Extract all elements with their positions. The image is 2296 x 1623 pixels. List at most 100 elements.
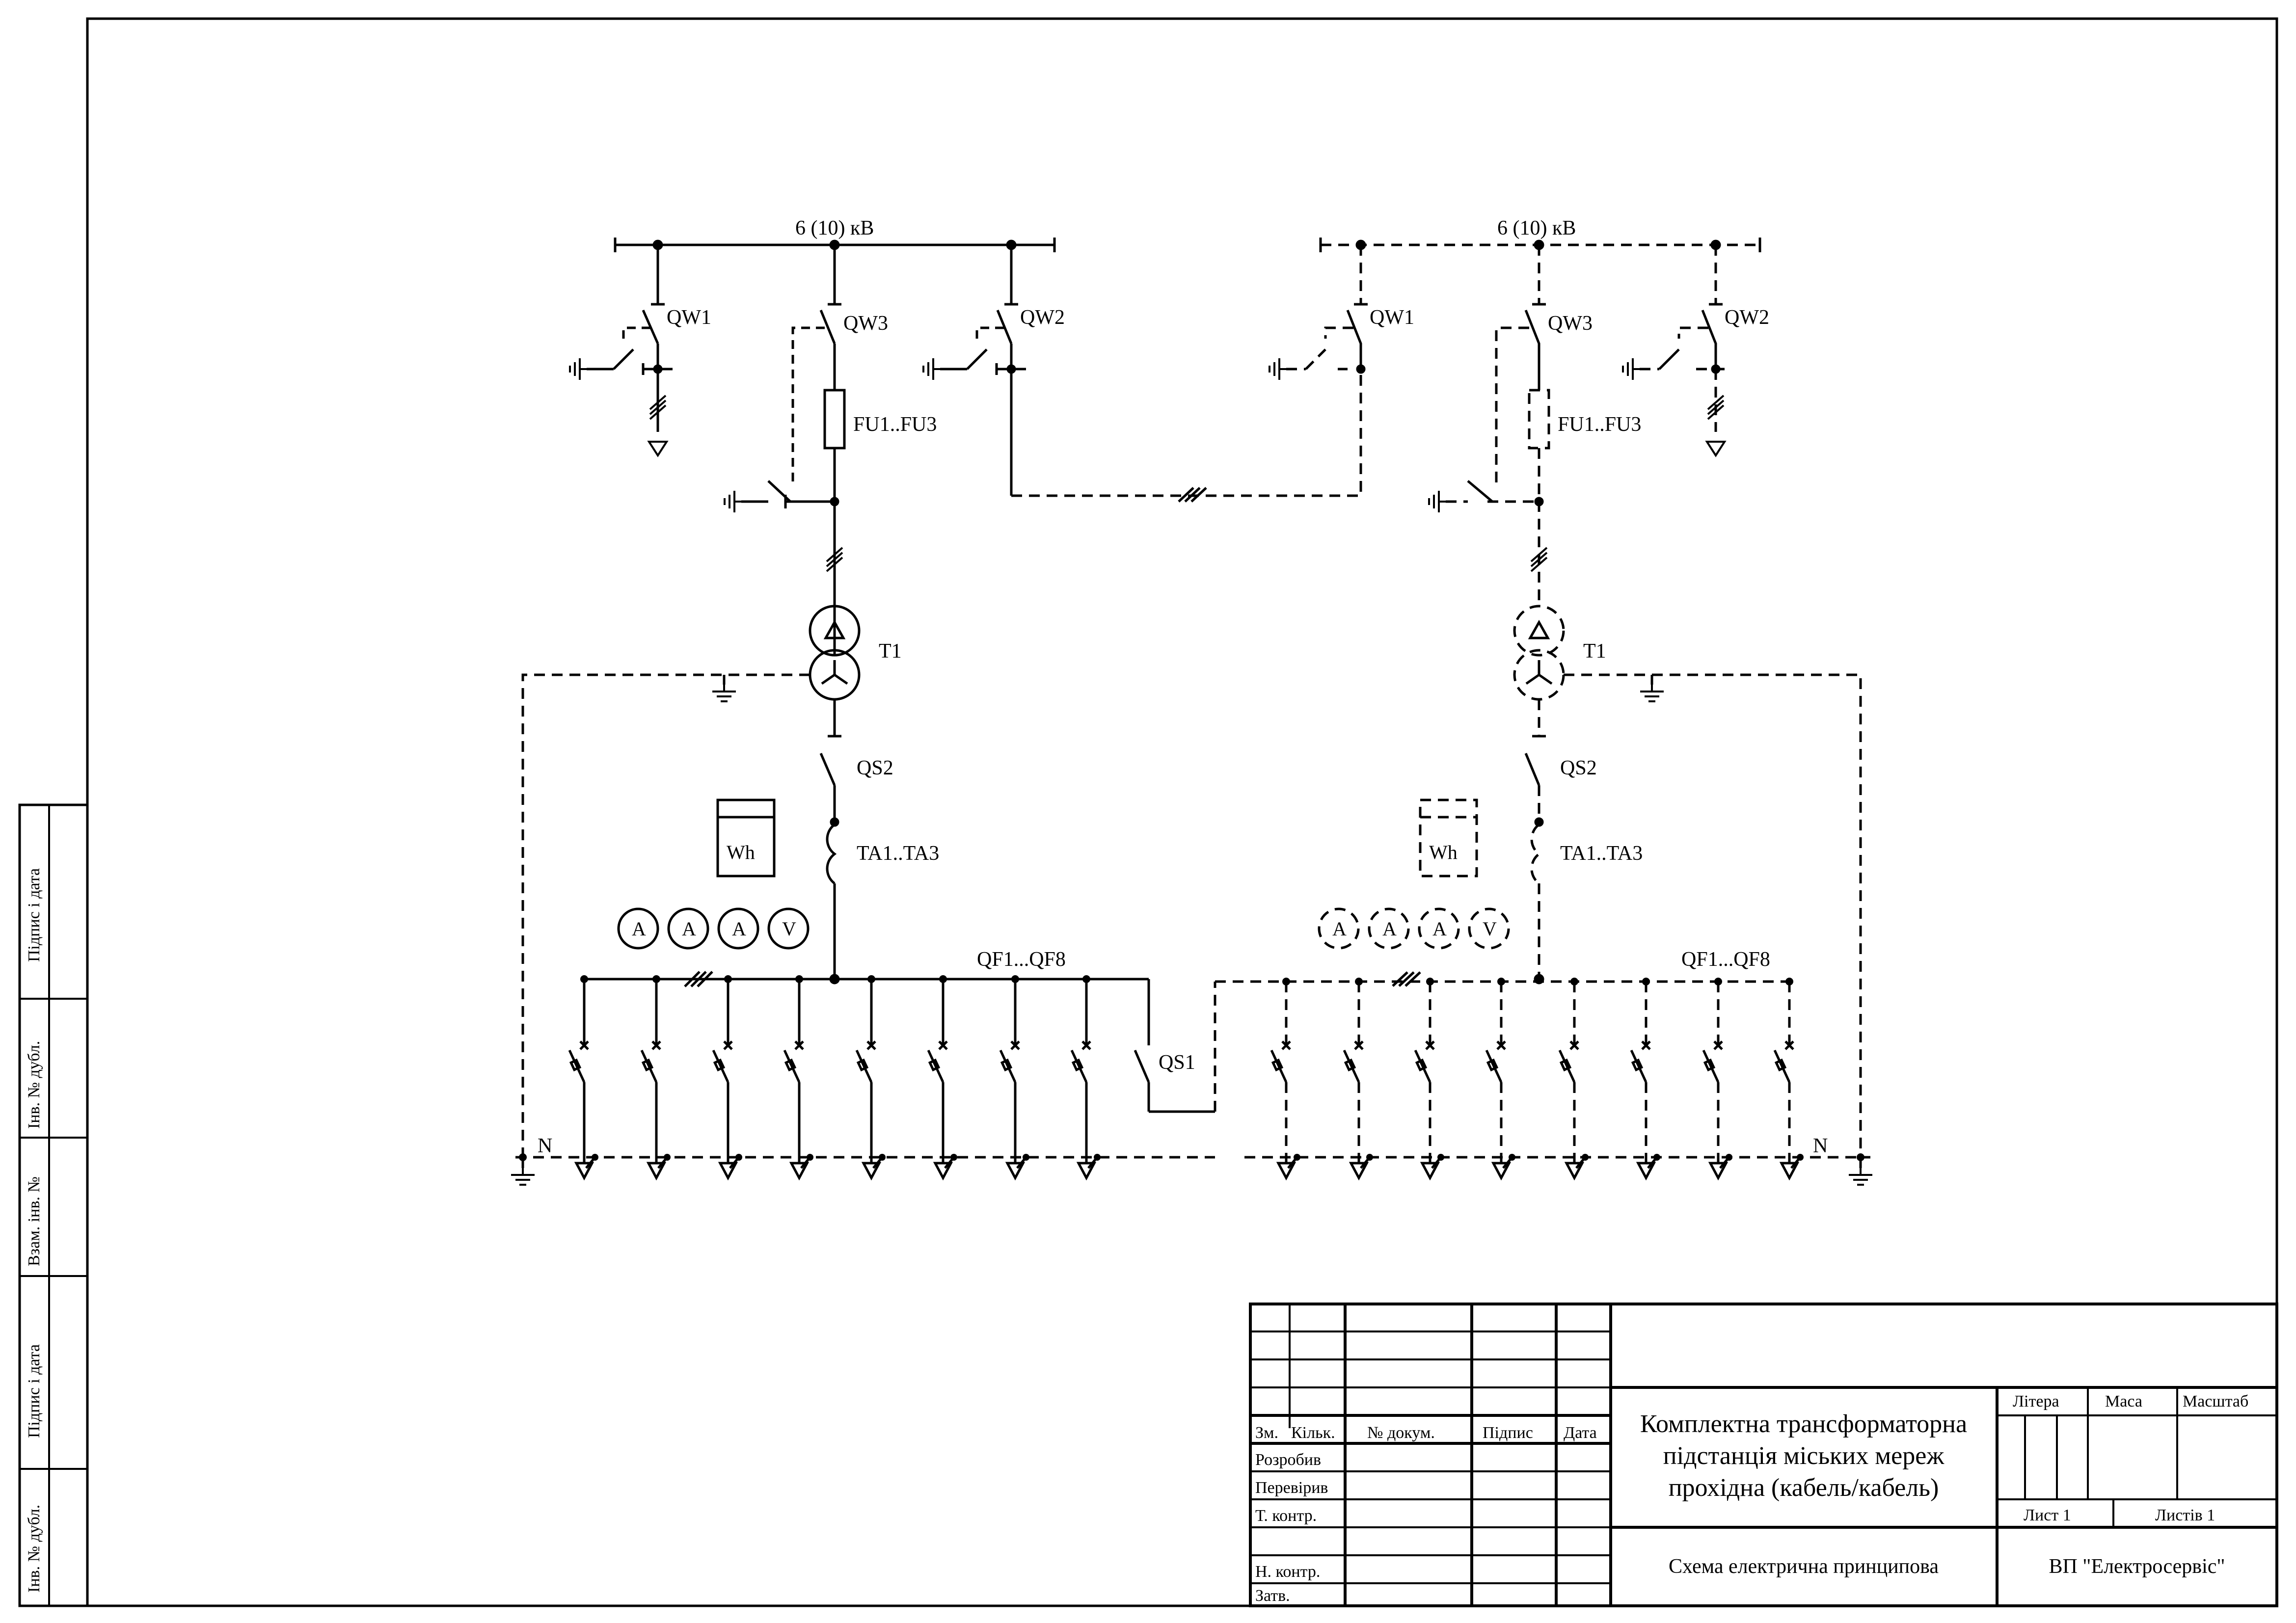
right-unit — [1011, 238, 1862, 1157]
side-stamp-label: Інв. № дубл. — [25, 1505, 43, 1593]
left-unit-labels: 6 (10) кВ QW1 QW3 QW2 FU1..FU3 T1 QS2 TA… — [538, 217, 1195, 1157]
left-meter-box — [716, 798, 776, 878]
qs1-sectionalizer — [1134, 979, 1216, 1113]
feeder-breaker — [640, 975, 671, 1181]
right-qw1-label: QW1 — [1370, 306, 1414, 329]
right-instrument-label: V — [1483, 918, 1497, 940]
left-qw3-label: QW3 — [843, 312, 888, 335]
left-feeders — [515, 975, 1215, 1181]
feeder-breaker — [855, 975, 886, 1181]
tb-header-kilk: Кільк. — [1291, 1424, 1335, 1442]
title-block-text: Зм. Кільк. № докум. Підпис Дата Розробив… — [1255, 1392, 2248, 1605]
left-unit — [511, 238, 1216, 1185]
right-qs2-label: QS2 — [1560, 757, 1597, 779]
left-instrument-label: A — [732, 918, 746, 940]
tb-header-date: Дата — [1564, 1424, 1597, 1442]
left-transformer-t1 — [809, 605, 861, 738]
tb-role: Т. контр. — [1255, 1507, 1317, 1525]
side-stamp-label: Інв. № дубл. — [25, 1041, 43, 1129]
right-instrument-label: A — [1432, 918, 1447, 940]
right-neutral-label: N — [1813, 1135, 1828, 1157]
feeder-breaker — [1070, 975, 1101, 1181]
right-t1-label: T1 — [1583, 640, 1606, 663]
left-qw2-label: QW2 — [1020, 306, 1065, 329]
right-ct-label: TA1..TA3 — [1560, 842, 1643, 865]
left-fuse-label: FU1..FU3 — [853, 413, 937, 436]
left-bus-label: 6 (10) кВ — [795, 217, 874, 239]
feeder-breaker — [1485, 978, 1515, 1181]
left-instrument-label: A — [632, 918, 646, 940]
feeder-breaker — [1702, 978, 1732, 1181]
sheet-frame — [86, 17, 2278, 1607]
qs1-label: QS1 — [1159, 1051, 1195, 1074]
left-t1-label: T1 — [879, 640, 902, 663]
tb-role: Н. контр. — [1255, 1563, 1320, 1581]
left-instrument — [617, 907, 659, 950]
left-qw3-switch — [725, 245, 846, 655]
left-qw2-switch — [923, 245, 1026, 496]
feeder-breaker — [783, 975, 813, 1181]
title-block — [1249, 1303, 2278, 1607]
side-stamp-label: Підпис і дата — [25, 868, 43, 962]
feeder-breaker — [927, 975, 957, 1181]
left-qw1-label: QW1 — [667, 306, 711, 329]
left-ct-label: TA1..TA3 — [857, 842, 939, 865]
feeder-breaker — [999, 975, 1029, 1181]
feeder-breaker — [1414, 978, 1444, 1181]
left-qs2-switch — [819, 753, 839, 827]
right-meter-label: Wh — [1429, 841, 1458, 863]
tb-sheets: Листів 1 — [2155, 1506, 2215, 1524]
right-meter-box — [1419, 798, 1478, 878]
left-qs2-label: QS2 — [857, 757, 893, 779]
left-instrument-label: A — [682, 918, 696, 940]
right-bus-label: 6 (10) кВ — [1497, 217, 1576, 239]
feeder-breaker — [712, 975, 742, 1181]
tb-role: Розробив — [1255, 1451, 1321, 1469]
left-meter-label: Wh — [727, 841, 755, 863]
tb-title-line: Комплектна трансформаторна — [1640, 1410, 1967, 1438]
tb-role: Затв. — [1255, 1587, 1290, 1605]
side-stamp-label: Взам. інв. № — [25, 1176, 43, 1266]
left-ct — [826, 824, 837, 979]
interconnect-cable — [1011, 369, 1362, 497]
tb-role: Перевірив — [1255, 1479, 1328, 1497]
left-neutral-label: N — [538, 1135, 552, 1157]
left-feeders-label: QF1...QF8 — [977, 948, 1066, 971]
right-instrument — [1318, 907, 1360, 950]
tb-doc-type: Схема електрична принципова — [1669, 1555, 1939, 1578]
tb-mass: Маса — [2105, 1392, 2142, 1410]
feeder-breaker — [1270, 978, 1300, 1181]
feeder-breaker — [1630, 978, 1660, 1181]
right-feeders-label: QF1...QF8 — [1681, 948, 1770, 971]
right-instrument — [1368, 907, 1410, 950]
left-instrument — [767, 907, 810, 950]
tb-sheet: Лист 1 — [2024, 1506, 2071, 1524]
right-fuse-label: FU1..FU3 — [1558, 413, 1641, 436]
feeder-breaker — [1343, 978, 1373, 1181]
left-fuse — [823, 389, 846, 450]
left-instrument-label: V — [782, 918, 796, 940]
tb-company: ВП "Електросервіс" — [2049, 1555, 2225, 1578]
tb-header-sign: Підпис — [1483, 1424, 1533, 1442]
tb-litera: Літера — [2013, 1392, 2059, 1410]
neutral-node — [519, 1153, 527, 1161]
side-stamp: Підпис і дата Інв. № дубл. Взам. інв. № … — [18, 803, 89, 1607]
tb-title-line: прохідна (кабель/кабель) — [1669, 1474, 1939, 1502]
left-instrument — [717, 907, 759, 950]
left-qw1-switch — [570, 245, 673, 455]
tb-title-line: підстанція міських мереж — [1663, 1442, 1945, 1470]
right-instrument — [1468, 907, 1510, 950]
feeder-breaker — [568, 975, 598, 1181]
right-instrument — [1418, 907, 1460, 950]
right-feeders — [1244, 978, 1870, 1181]
side-stamp-label: Підпис і дата — [25, 1344, 43, 1438]
right-instrument-label: A — [1382, 918, 1397, 940]
tb-header-zm: Зм. — [1255, 1424, 1278, 1442]
right-unit-labels: 6 (10) кВ QW1 QW3 QW2 FU1..FU3 T1 QS2 TA… — [1332, 217, 1828, 1157]
right-qw3-label: QW3 — [1548, 312, 1593, 335]
tb-scale: Масштаб — [2183, 1392, 2248, 1410]
feeder-breaker — [1773, 978, 1804, 1181]
feeder-breaker — [1558, 978, 1589, 1181]
tb-header-doc: № докум. — [1367, 1424, 1435, 1442]
